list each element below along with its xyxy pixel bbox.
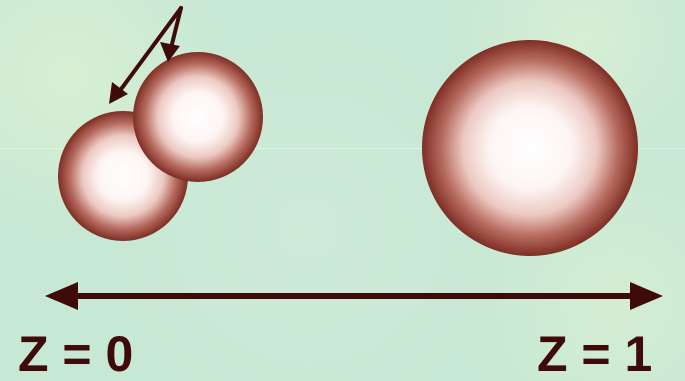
horizon-line <box>0 148 685 149</box>
double-arrow-pointer-icon <box>109 6 183 104</box>
large-sphere <box>422 40 638 256</box>
small-sphere-upper <box>133 52 263 182</box>
double-headed-arrow-icon <box>45 282 663 310</box>
label-z0: Z = 0 <box>18 326 134 381</box>
label-z1: Z = 1 <box>537 326 653 381</box>
